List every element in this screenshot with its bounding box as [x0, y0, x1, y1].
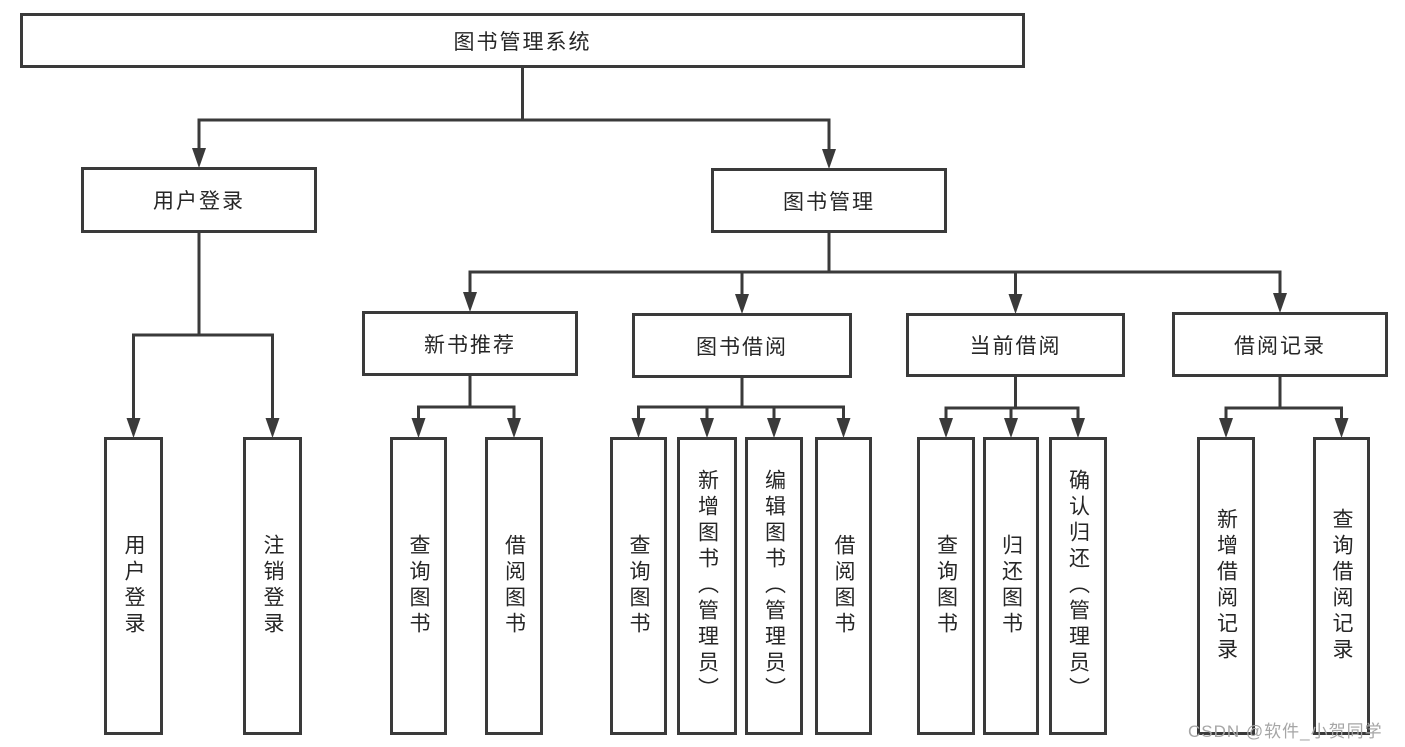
arrowhead-icon	[1071, 418, 1085, 438]
node-v-query-record: 查询借阅记录	[1313, 437, 1370, 735]
arrowhead-icon	[822, 149, 836, 169]
arrowhead-icon	[735, 294, 749, 314]
node-v-add-book: 新增图书（管理员）	[677, 437, 737, 735]
node-v-return-book: 归还图书	[983, 437, 1039, 735]
node-new-book-rec: 新书推荐	[362, 311, 578, 376]
arrowhead-icon	[463, 292, 477, 312]
watermark: CSDN @软件_小贺同学	[1188, 722, 1383, 741]
arrowhead-icon	[767, 418, 781, 438]
node-v-borrow-book-2: 借阅图书	[815, 437, 872, 735]
arrowhead-icon	[836, 418, 851, 438]
node-v-edit-book: 编辑图书（管理员）	[745, 437, 803, 735]
node-current-borrow: 当前借阅	[906, 313, 1125, 377]
node-v-query-book-1: 查询图书	[390, 437, 447, 735]
node-v-borrow-book-1: 借阅图书	[485, 437, 543, 735]
arrowhead-icon	[700, 418, 714, 438]
node-user-login: 用户登录	[81, 167, 317, 233]
arrowhead-icon	[939, 418, 953, 438]
node-v-add-record: 新增借阅记录	[1197, 437, 1255, 735]
node-v-logout: 注销登录	[243, 437, 302, 735]
arrowhead-icon	[507, 418, 521, 438]
arrowhead-icon	[1273, 293, 1287, 313]
node-book-mgmt: 图书管理	[711, 168, 947, 233]
node-v-query-book-3: 查询图书	[917, 437, 975, 735]
arrowhead-icon	[265, 418, 280, 438]
arrowhead-icon	[1334, 418, 1349, 438]
arrowhead-icon	[1008, 294, 1023, 314]
arrowhead-icon	[411, 418, 426, 438]
node-borrow-records: 借阅记录	[1172, 312, 1388, 377]
node-root: 图书管理系统	[20, 13, 1025, 68]
arrowhead-icon	[1219, 418, 1233, 438]
node-book-borrow: 图书借阅	[632, 313, 852, 378]
arrowhead-icon	[126, 418, 141, 438]
arrowhead-icon	[631, 418, 646, 438]
arrowhead-icon	[1004, 418, 1018, 438]
node-v-query-book-2: 查询图书	[610, 437, 667, 735]
node-v-user-login: 用户登录	[104, 437, 163, 735]
arrowhead-icon	[192, 148, 206, 168]
node-v-confirm-return: 确认归还（管理员）	[1049, 437, 1107, 735]
